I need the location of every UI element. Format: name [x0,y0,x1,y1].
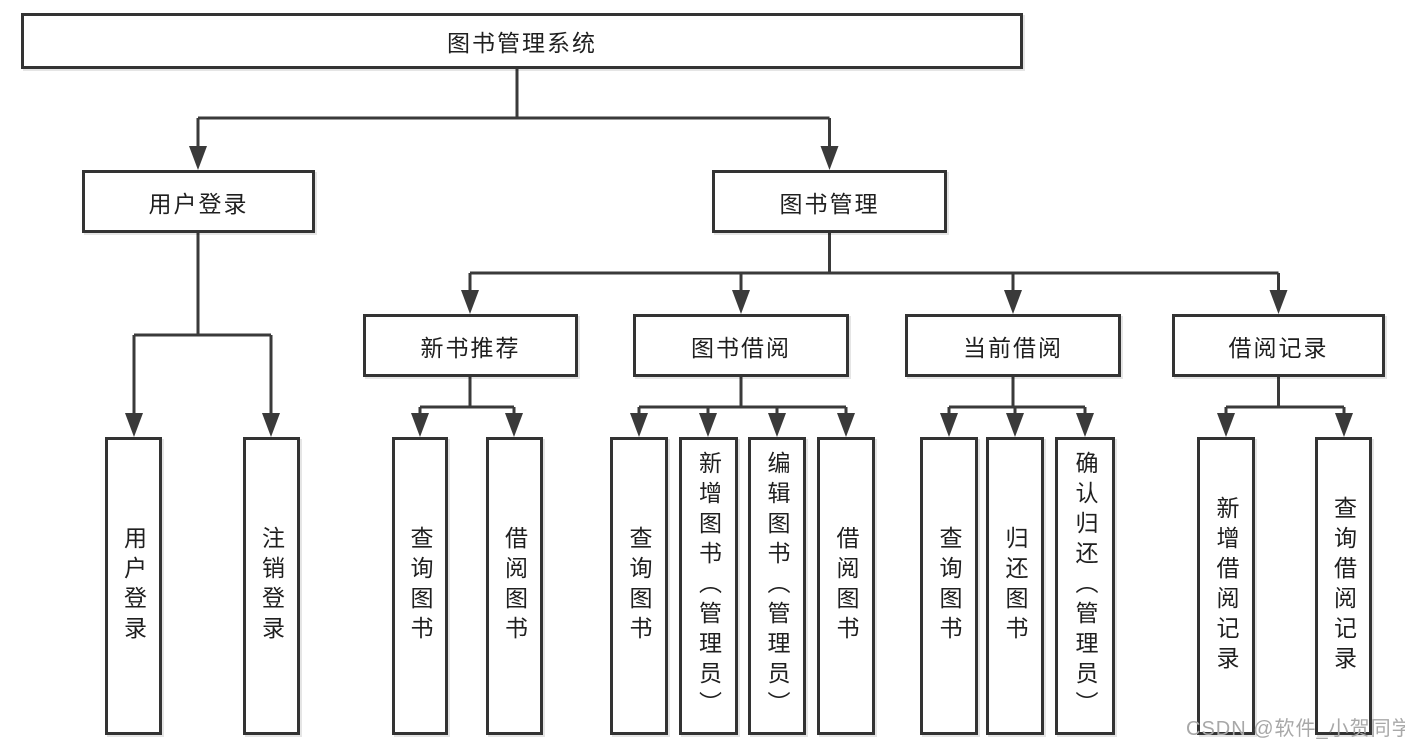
leaf-borrow-query: 查询图书 [610,437,668,735]
leaf-borrow-edit: 编辑图书（管理员） [748,437,806,735]
connector-user-login-branch [132,233,273,415]
leaf-current-query-label: 查询图书 [936,526,962,646]
node-new-book-rec: 新书推荐 [363,314,578,377]
leaf-borrow-add: 新增图书（管理员） [679,437,738,735]
leaf-records-add-label: 新增借阅记录 [1213,496,1239,676]
leaf-borrow-borrow: 借阅图书 [817,437,875,735]
node-book-mgmt-label: 图书管理 [779,190,880,217]
node-borrow-records: 借阅记录 [1172,314,1385,377]
node-root-label: 图书管理系统 [447,30,597,56]
leaf-current-confirm: 确认归还（管理员） [1055,437,1115,735]
node-borrow-records-label: 借阅记录 [1228,334,1329,361]
csdn-watermark: CSDN @软件_小贺同学 [1186,718,1405,740]
node-root: 图书管理系统 [21,13,1023,69]
connector-borrow-records-branch [1224,377,1346,418]
leaf-current-confirm-label: 确认归还（管理员） [1072,451,1098,721]
leaf-user-login: 用户登录 [105,437,162,735]
leaf-borrow-borrow-label: 借阅图书 [833,526,859,646]
leaf-borrow-edit-label: 编辑图书（管理员） [764,451,790,721]
leaf-logout-label: 注销登录 [258,526,285,646]
connector-current-borrow-branch [947,377,1087,418]
node-book-borrow-label: 图书借阅 [691,334,791,361]
connector-book-mgmt-branch [468,233,1280,292]
leaf-logout: 注销登录 [243,437,300,735]
leaf-newbook-query-label: 查询图书 [407,526,433,646]
node-book-mgmt: 图书管理 [712,170,947,233]
leaf-newbook-borrow: 借阅图书 [486,437,543,735]
node-book-borrow: 图书借阅 [633,314,849,377]
leaf-current-return: 归还图书 [986,437,1044,735]
connector-root-to-level2 [196,69,831,148]
leaf-borrow-query-label: 查询图书 [626,526,652,646]
leaf-records-query-label: 查询借阅记录 [1330,496,1357,676]
leaf-user-login-label: 用户登录 [120,526,147,646]
connector-book-borrow-branch [637,377,848,418]
leaf-current-query: 查询图书 [920,437,978,735]
leaf-newbook-query: 查询图书 [392,437,448,735]
node-user-login: 用户登录 [82,170,315,233]
node-user-login-label: 用户登录 [148,190,249,217]
leaf-current-return-label: 归还图书 [1002,526,1028,646]
leaf-newbook-borrow-label: 借阅图书 [501,526,528,646]
leaf-records-add: 新增借阅记录 [1197,437,1255,735]
leaf-borrow-add-label: 新增图书（管理员） [695,451,722,721]
connector-new-book-rec-branch [418,377,516,418]
node-current-borrow-label: 当前借阅 [963,334,1063,361]
node-new-book-rec-label: 新书推荐 [420,334,521,361]
node-current-borrow: 当前借阅 [905,314,1121,377]
leaf-records-query: 查询借阅记录 [1315,437,1372,735]
